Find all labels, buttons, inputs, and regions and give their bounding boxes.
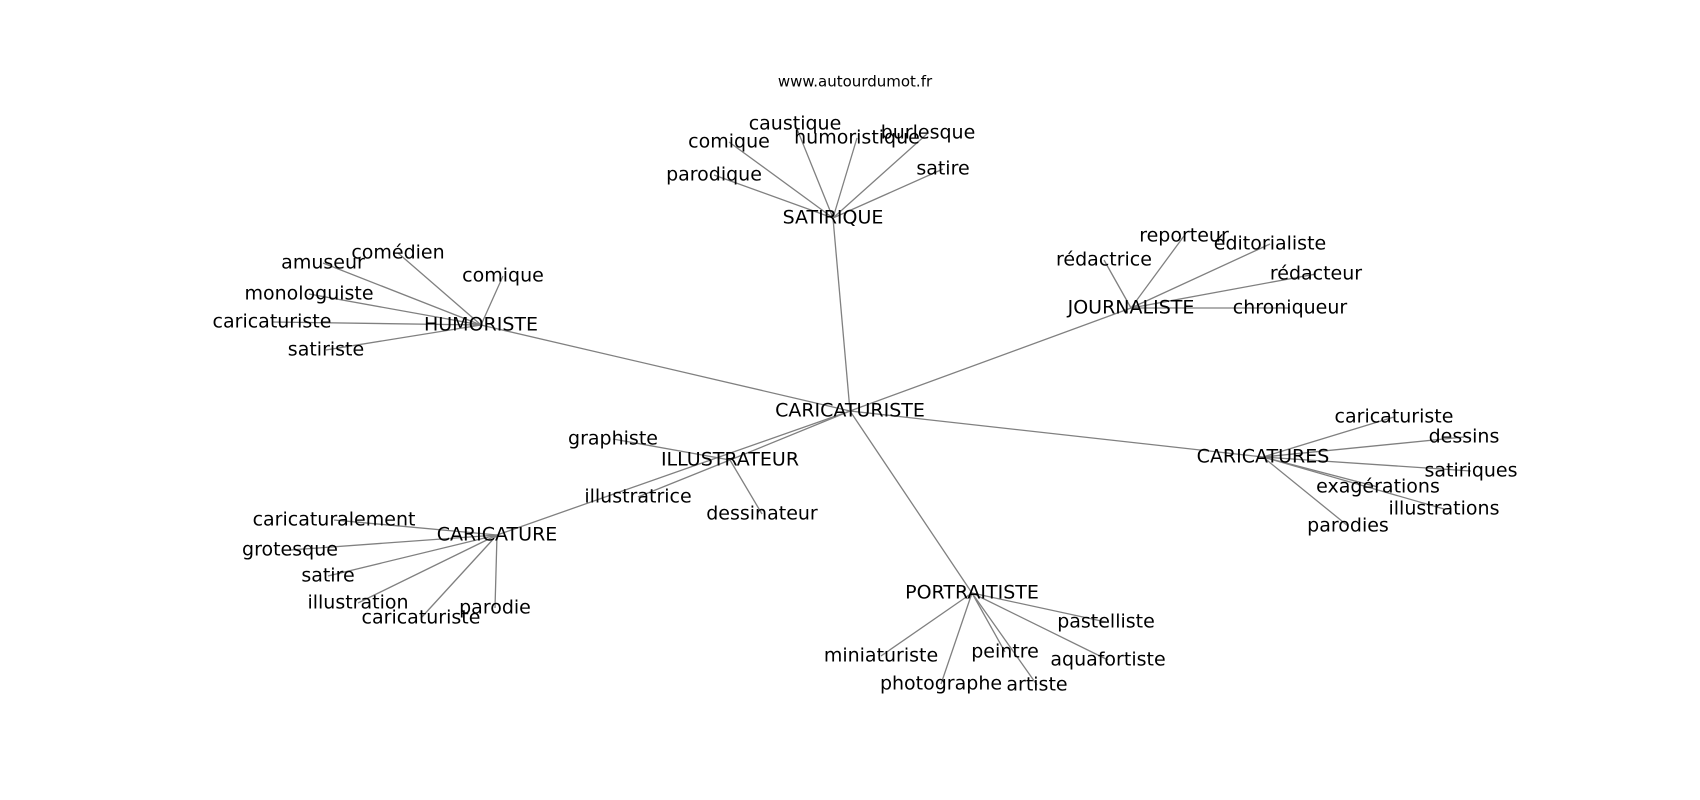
node-journaliste: JOURNALISTE xyxy=(1067,297,1195,319)
node-satirique: SATIRIQUE xyxy=(783,207,884,229)
node-i-illustratrice: illustratrice xyxy=(584,486,691,508)
edge-caricaturiste_c-journaliste xyxy=(849,307,1132,412)
node-i-graphiste: graphiste xyxy=(568,428,658,450)
edge-caricaturiste_c-satirique xyxy=(832,217,851,412)
edge-portraitiste-p_aquafortiste xyxy=(971,592,1109,661)
edge-caricatures-cs_parodies xyxy=(1262,456,1349,527)
edge-caricatures-cs_dessins xyxy=(1262,436,1465,458)
edge-illustrateur-i_dessinateur xyxy=(729,459,763,515)
edge-satirique-s_caustique xyxy=(794,123,834,219)
edge-caricatures-cs_satiriques xyxy=(1262,456,1472,472)
edge-humoriste-h_monologuiste xyxy=(308,293,482,326)
node-c-caricaturiste: caricaturiste xyxy=(362,607,481,629)
node-caricatures: CARICATURES xyxy=(1197,446,1330,468)
node-p-peintre: peintre xyxy=(971,641,1039,663)
node-j-redactrice: rédactrice xyxy=(1056,249,1152,271)
node-h-satiriste: satiriste xyxy=(288,339,364,361)
node-s-parodique: parodique xyxy=(666,164,762,186)
node-p-photographe: photographe xyxy=(880,673,1002,695)
node-cs-illustrations: illustrations xyxy=(1389,498,1500,520)
node-p-miniaturiste: miniaturiste xyxy=(824,645,938,667)
edge-caricaturiste_c-caricatures xyxy=(849,410,1264,458)
node-p-artiste: artiste xyxy=(1006,674,1067,696)
node-j-reporteur: reporteur xyxy=(1139,225,1229,247)
edge-satirique-s_burlesque xyxy=(832,132,929,219)
node-j-chroniqueur: chroniqueur xyxy=(1233,297,1348,319)
node-p-aquafortiste: aquafortiste xyxy=(1050,649,1165,671)
edge-satirique-s_comique xyxy=(728,141,834,219)
edge-portraitiste-p_artiste xyxy=(971,592,1038,686)
edge-portraitiste-p_miniaturiste xyxy=(880,592,973,657)
node-p-pastelliste: pastelliste xyxy=(1057,611,1155,633)
node-caricature: CARICATURE xyxy=(437,524,558,546)
edge-caricature-c_caricaturiste xyxy=(420,534,498,619)
node-h-comique: comique xyxy=(462,265,544,287)
edge-journaliste-j_reporteur xyxy=(1130,235,1185,309)
edge-humoriste-h_satiriste xyxy=(325,324,482,351)
labels-layer: CARICATURISTE SATIRIQUE HUMORISTE JOURNALIS… xyxy=(213,113,1518,696)
node-s-satire: satire xyxy=(916,158,969,180)
edge-caricaturiste_c-humoriste xyxy=(480,324,851,412)
edge-caricaturiste_c-caricature xyxy=(496,410,851,536)
node-c-grotesque: grotesque xyxy=(242,539,338,561)
node-h-comedien: comédien xyxy=(351,242,444,264)
site-watermark: www.autourdumot.fr xyxy=(778,73,933,91)
edge-portraitiste-p_peintre xyxy=(971,592,1006,653)
edge-caricature-c_parodie xyxy=(494,534,498,609)
edge-humoriste-h_comique xyxy=(480,275,504,326)
edge-caricature-c_caricaturalement xyxy=(333,519,498,536)
edge-humoriste-h_caricaturiste xyxy=(271,321,482,326)
node-s-caustique: caustique xyxy=(749,113,842,135)
node-c-caricaturalement: caricaturalement xyxy=(253,509,416,531)
edge-journaliste-j_editorialiste xyxy=(1130,243,1271,309)
edge-portraitiste-p_photographe xyxy=(940,592,973,685)
node-c-parodie: parodie xyxy=(459,597,531,619)
node-h-caricaturiste: caricaturiste xyxy=(213,311,332,333)
node-s-burlesque: burlesque xyxy=(881,122,976,144)
node-h-monologuiste: monologuiste xyxy=(244,283,373,305)
node-j-editorialiste: éditorialiste xyxy=(1214,233,1326,255)
node-cs-exagerations: exagérations xyxy=(1316,476,1440,498)
edge-caricatures-cs_caricaturiste xyxy=(1262,416,1395,458)
node-illustrateur: ILLUSTRATEUR xyxy=(661,449,799,471)
edge-caricaturiste_c-portraitiste xyxy=(849,410,973,594)
node-i-dessinateur: dessinateur xyxy=(706,503,818,525)
edge-caricatures-cs_illustrations xyxy=(1262,456,1445,510)
edge-illustrateur-i_graphiste xyxy=(612,438,731,461)
edge-satirique-s_humoristique xyxy=(832,137,858,219)
node-c-illustration: illustration xyxy=(307,592,408,614)
node-s-humoristique: humoristique xyxy=(794,127,920,149)
node-portraitiste: PORTRAITISTE xyxy=(905,582,1039,604)
edge-journaliste-j_redactrice xyxy=(1103,259,1132,309)
node-humoriste: HUMORISTE xyxy=(424,314,538,336)
node-caricaturiste-c: CARICATURISTE xyxy=(775,400,925,422)
edge-caricature-c_satire xyxy=(327,534,498,577)
node-h-amuseur: amuseur xyxy=(281,252,365,274)
node-c-satire: satire xyxy=(301,565,354,587)
node-cs-dessins: dessins xyxy=(1429,426,1500,448)
node-cs-parodies: parodies xyxy=(1307,515,1389,537)
edge-satirique-s_parodique xyxy=(713,174,834,219)
edge-humoriste-h_comedien xyxy=(397,252,482,326)
node-j-redacteur: rédacteur xyxy=(1270,263,1362,285)
edge-caricaturiste_c-illustrateur xyxy=(729,410,851,461)
edge-journaliste-j_redacteur xyxy=(1130,273,1317,309)
edge-caricature-c_grotesque xyxy=(289,534,498,551)
node-cs-caricaturiste: caricaturiste xyxy=(1335,406,1454,428)
edge-humoriste-h_amuseur xyxy=(322,262,482,326)
edges-layer xyxy=(271,123,1472,686)
edge-portraitiste-p_pastelliste xyxy=(971,592,1107,623)
edge-illustrateur-i_illustratrice xyxy=(637,459,731,498)
edge-caricature-c_illustration xyxy=(357,534,498,604)
node-s-comique: comique xyxy=(688,131,770,153)
node-cs-satiriques: satiriques xyxy=(1424,460,1517,482)
edge-satirique-s_satire xyxy=(832,168,944,219)
